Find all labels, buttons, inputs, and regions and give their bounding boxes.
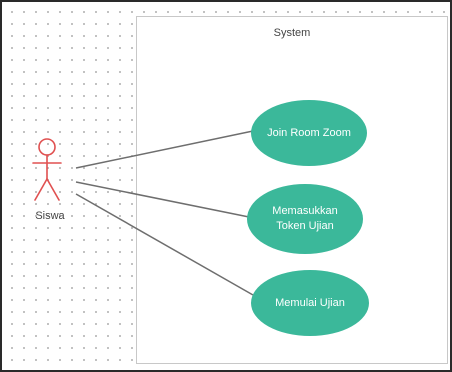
association-line-join-room xyxy=(75,130,254,169)
use-case-memasukkan-token-ujian[interactable]: Memasukkan Token Ujian xyxy=(247,184,363,254)
use-case-memulai-ujian[interactable]: Memulai Ujian xyxy=(251,270,369,336)
actor-stick-figure-icon[interactable] xyxy=(32,138,62,201)
system-title: System xyxy=(273,27,311,39)
actor-label: Siswa xyxy=(35,210,65,222)
association-line-mulai xyxy=(75,193,254,296)
use-case-label: Memulai Ujian xyxy=(275,296,345,309)
use-case-label: Join Room Zoom xyxy=(267,126,351,139)
association-line-token xyxy=(75,181,250,218)
use-case-label: Memasukkan Token Ujian xyxy=(272,205,338,232)
use-case-join-room-zoom[interactable]: Join Room Zoom xyxy=(251,100,367,166)
